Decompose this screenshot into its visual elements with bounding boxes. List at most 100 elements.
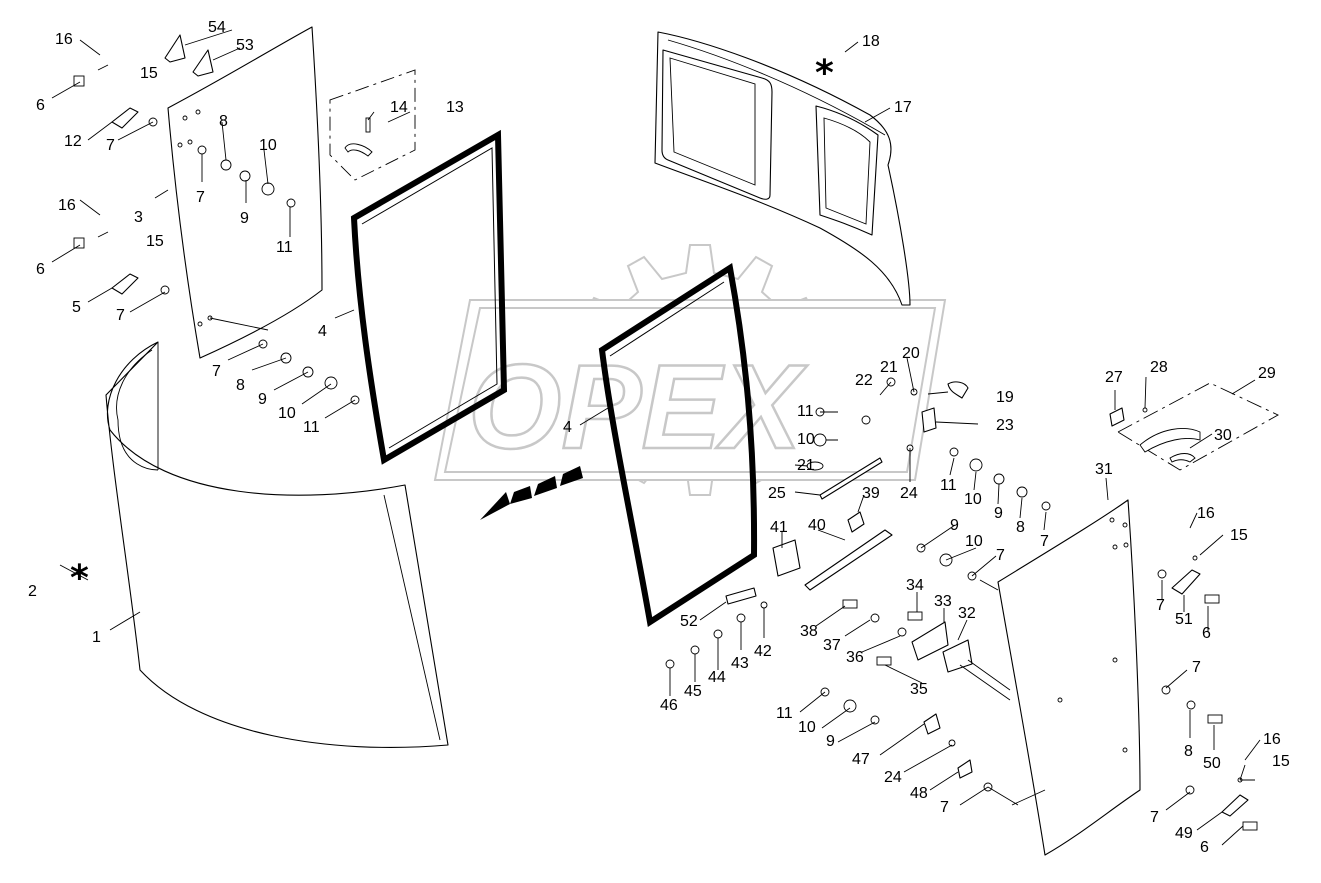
callout-15: 15 [140,65,158,82]
washer-37-icon [870,613,880,623]
callout-6: 6 [1200,839,1209,856]
callout-11: 11 [776,705,793,722]
washer-8-icon [1016,486,1028,498]
washer-7-icon [197,145,207,155]
callout-9: 9 [994,505,1003,522]
callout-7: 7 [106,137,115,154]
nut-43-icon [736,613,746,623]
callout-4: 4 [318,323,327,340]
rod-40 [804,529,893,591]
washer-45-icon [690,645,700,655]
plate-23 [921,407,937,433]
callout-6: 6 [36,261,45,278]
hole [1109,517,1115,523]
hole [1123,542,1129,548]
callout-27: 27 [1105,369,1123,386]
washer-7-icon [1157,569,1167,579]
hinge-12 [111,107,139,129]
asterisks: * * [70,53,834,599]
bolt-35-icon [876,656,892,666]
leader-lines [51,29,1261,846]
callout-2: 2 [28,583,37,600]
callout-22: 22 [855,372,873,389]
linkage-rods [725,457,893,605]
hole [197,321,203,327]
callout-1: 1 [92,629,101,646]
inset-29 [1117,382,1279,471]
callout-24: 24 [884,769,902,786]
pin-24-icon [948,739,956,747]
callout-42: 42 [754,643,772,660]
callout-38: 38 [800,623,818,640]
callout-13: 13 [446,99,464,116]
callout-10: 10 [964,491,982,508]
bracket-33 [911,621,949,661]
callout-15: 15 [1272,753,1290,770]
callout-23: 23 [996,417,1014,434]
part-1-curved-panel [105,341,449,748]
watermark-logo: OPEX [433,244,947,496]
callout-16: 16 [1263,731,1281,748]
callout-21: 21 [797,457,815,474]
bolt-6-icon [1242,821,1258,831]
callout-16: 16 [58,197,76,214]
callout-19: 19 [996,389,1014,406]
pin-42-icon [760,601,768,609]
washer-7-icon [1161,685,1171,695]
nut-10-icon [843,699,857,713]
callout-41: 41 [770,519,788,536]
callout-7: 7 [1192,659,1201,676]
washer-8-icon [1186,700,1196,710]
cap-11-icon [286,198,296,208]
clip-48 [957,759,973,779]
callout-10: 10 [259,137,277,154]
callout-24: 24 [900,485,918,502]
callout-31: 31 [1095,461,1113,478]
callout-43: 43 [731,655,749,672]
washer-7-icon [1185,785,1195,795]
bracket-27 [1109,407,1125,427]
hole [187,139,193,145]
strip-52 [725,587,757,605]
callout-33: 33 [934,593,952,610]
callout-44: 44 [708,669,726,686]
hinge-49 [1221,794,1249,817]
callout-8: 8 [1184,743,1193,760]
callout-8: 8 [219,113,228,130]
bracket-32 [942,639,973,673]
hole [195,109,201,115]
washer-9-icon [993,473,1005,485]
callout-48: 48 [910,785,928,802]
callout-16: 16 [55,31,73,48]
callout-5: 5 [72,299,81,316]
latch-19 [947,381,969,399]
callout-7: 7 [1040,533,1049,550]
hinge-51 [1171,569,1201,595]
callout-28: 28 [1150,359,1168,376]
hinge-5 [111,273,139,295]
washer-9-icon [870,715,880,725]
part-4-glass-left [350,129,508,465]
callout-20: 20 [902,345,920,362]
asterisk-18-marker: * [815,53,834,94]
callout-9: 9 [240,210,249,227]
clip-47 [923,713,941,735]
callout-4: 4 [563,419,572,436]
hole [1057,697,1063,703]
hole [177,142,183,148]
callout-14: 14 [390,99,408,116]
callout-32: 32 [958,605,976,622]
nut-46-icon [665,659,675,669]
callout-36: 36 [846,649,864,666]
callout-3: 3 [134,209,143,226]
callout-37: 37 [823,637,841,654]
callout-8: 8 [236,377,245,394]
bolt-6-icon [73,75,85,87]
callout-7: 7 [940,799,949,816]
washer-7-icon [1041,501,1051,511]
callout-11: 11 [940,477,957,494]
nut-10-icon [261,182,275,196]
block-39 [847,511,865,533]
